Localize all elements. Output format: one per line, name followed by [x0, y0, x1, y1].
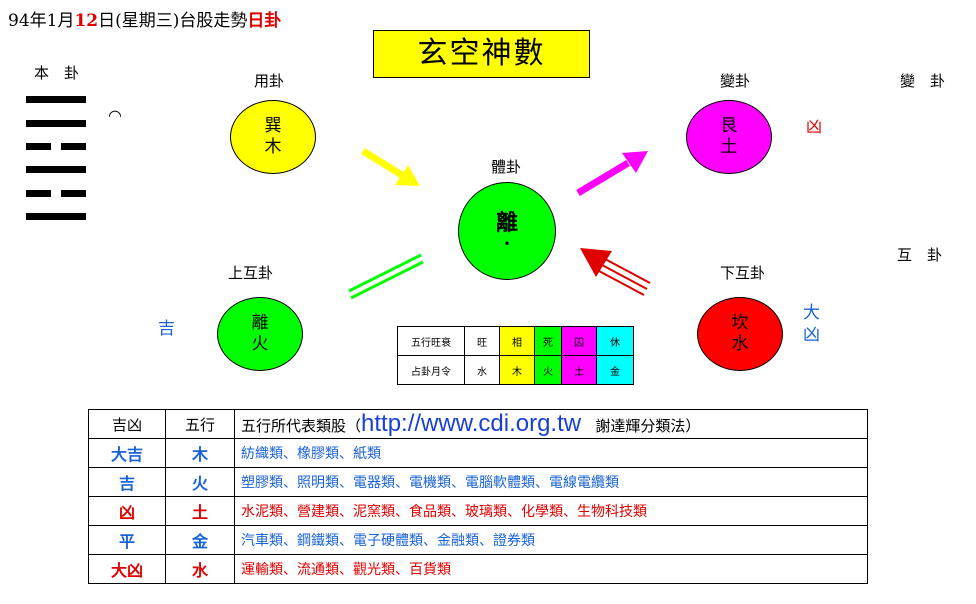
- element-table-row: 五行旺衰 旺 相 死 囚 休: [397, 326, 634, 356]
- table-row: 平 金 汽車類、鋼鐵類、電子硬體類、金融類、證券類: [88, 525, 868, 555]
- element-cell: 囚: [561, 326, 597, 356]
- element-cell: 木: [499, 355, 535, 385]
- stock-table: 吉凶 五行 五行所代表類股（http://www.cdi.org.tw 謝達輝分…: [88, 409, 868, 584]
- element-row2-label: 占卦月令: [397, 355, 465, 385]
- element-cell: 木: [165, 438, 235, 468]
- xia-hu-gua-node: 坎水: [697, 297, 783, 371]
- sectors-cell: 紡織類、橡膠類、紙類: [234, 438, 868, 468]
- hexagram-line-solid: [26, 213, 86, 220]
- header-sectors-text: 五行所代表類股（: [241, 417, 362, 435]
- xia-hu-verdict: 大凶: [803, 303, 820, 345]
- luck-cell: 平: [88, 525, 166, 555]
- element-cell: 火: [534, 355, 562, 385]
- element-cell: 金: [165, 525, 235, 555]
- hu-gua-right-label: 互 卦: [897, 246, 943, 264]
- header-tag: 日卦: [247, 11, 282, 31]
- shang-hu-gua-text: 離火: [251, 313, 269, 354]
- sectors-cell: 水泥類、營建類、泥窯類、食品類、玻璃類、化學類、生物科技類: [234, 496, 868, 526]
- ti-gua-dot: •: [503, 236, 511, 251]
- yong-gua-node: 巽木: [230, 100, 316, 174]
- table-row: 吉 火 塑膠類、照明類、電器類、電機類、電腦軟體類、電線電纜類: [88, 467, 868, 497]
- yellow-arrow-icon: [361, 148, 420, 186]
- element-cell: 金: [596, 355, 634, 385]
- ben-gua-label: 本 卦: [34, 64, 80, 82]
- ti-gua-label: 體卦: [491, 158, 522, 176]
- sectors-cell: 運輸類、流通類、觀光類、百貨類: [234, 554, 868, 584]
- hexagram-line-broken: [61, 190, 86, 197]
- table-row: 大凶 水 運輸類、流通類、觀光類、百貨類: [88, 554, 868, 584]
- header-method: 謝達輝分類法）: [595, 417, 701, 435]
- element-table-row: 占卦月令 水 木 火 土 金: [397, 355, 634, 385]
- xia-hu-gua-label: 下互卦: [720, 264, 766, 282]
- header-sectors: 五行所代表類股（http://www.cdi.org.tw 謝達輝分類法）: [234, 409, 868, 439]
- magenta-arrow-icon: [576, 151, 648, 197]
- page-header: 94年1月12日(星期三)台股走勢日卦: [8, 6, 281, 31]
- header-element: 五行: [165, 409, 235, 439]
- hexagram-line-broken: [26, 190, 51, 197]
- header-date-prefix: 94年1月: [8, 11, 75, 31]
- bian-gua-node: 艮土: [686, 100, 772, 174]
- bian-gua-right-label: 變 卦: [900, 72, 946, 90]
- luck-cell: 大凶: [88, 554, 166, 584]
- element-table: 五行旺衰 旺 相 死 囚 休 占卦月令 水 木 火 土 金: [397, 326, 634, 385]
- shang-hu-gua-label: 上互卦: [228, 264, 274, 282]
- header-date-suffix: 日(星期三)台股走勢: [98, 11, 248, 31]
- xia-hu-gua-text: 坎水: [731, 313, 749, 354]
- element-cell: 水: [165, 554, 235, 584]
- shang-hu-gua-node: 離火: [217, 297, 303, 371]
- bian-gua-label: 變卦: [720, 72, 751, 90]
- element-cell: 土: [165, 496, 235, 526]
- element-cell: 死: [534, 326, 562, 356]
- shang-hu-verdict: 吉: [158, 319, 175, 339]
- hexagram-line-solid: [26, 120, 86, 127]
- luck-cell: 吉: [88, 467, 166, 497]
- element-cell: 旺: [464, 326, 500, 356]
- ben-gua-note: ◠: [108, 106, 122, 125]
- header-luck: 吉凶: [88, 409, 166, 439]
- stock-table-header: 吉凶 五行 五行所代表類股（http://www.cdi.org.tw 謝達輝分…: [88, 409, 868, 439]
- source-link[interactable]: http://www.cdi.org.tw: [361, 410, 582, 437]
- element-row1-label: 五行旺衰: [397, 326, 465, 356]
- green-double-line-icon: [348, 253, 424, 300]
- ti-gua-node: 離 •: [458, 182, 556, 280]
- table-row: 凶 土 水泥類、營建類、泥窯類、食品類、玻璃類、化學類、生物科技類: [88, 496, 868, 526]
- red-arrow-icon: [580, 248, 651, 296]
- element-cell: 相: [499, 326, 535, 356]
- element-cell: 水: [464, 355, 500, 385]
- hexagram-line-solid: [26, 96, 86, 103]
- yong-gua-label: 用卦: [254, 72, 285, 90]
- table-row: 大吉 木 紡織類、橡膠類、紙類: [88, 438, 868, 468]
- sectors-cell: 塑膠類、照明類、電器類、電機類、電腦軟體類、電線電纜類: [234, 467, 868, 497]
- hexagram-line-broken: [26, 143, 51, 150]
- arrows-layer: [348, 148, 651, 300]
- ti-gua-text: 離: [495, 209, 518, 236]
- element-cell: 土: [561, 355, 597, 385]
- element-cell: 火: [165, 467, 235, 497]
- hexagram-line-broken: [61, 143, 86, 150]
- sectors-cell: 汽車類、鋼鐵類、電子硬體類、金融類、證券類: [234, 525, 868, 555]
- bian-gua-verdict: 凶: [806, 117, 823, 136]
- element-cell: 休: [596, 326, 634, 356]
- header-day: 12: [74, 11, 99, 31]
- page-title: 玄空神數: [373, 30, 590, 78]
- bian-gua-text: 艮土: [720, 116, 738, 157]
- luck-cell: 凶: [88, 496, 166, 526]
- yong-gua-text: 巽木: [264, 116, 282, 157]
- hexagram-line-solid: [26, 166, 86, 173]
- luck-cell: 大吉: [88, 438, 166, 468]
